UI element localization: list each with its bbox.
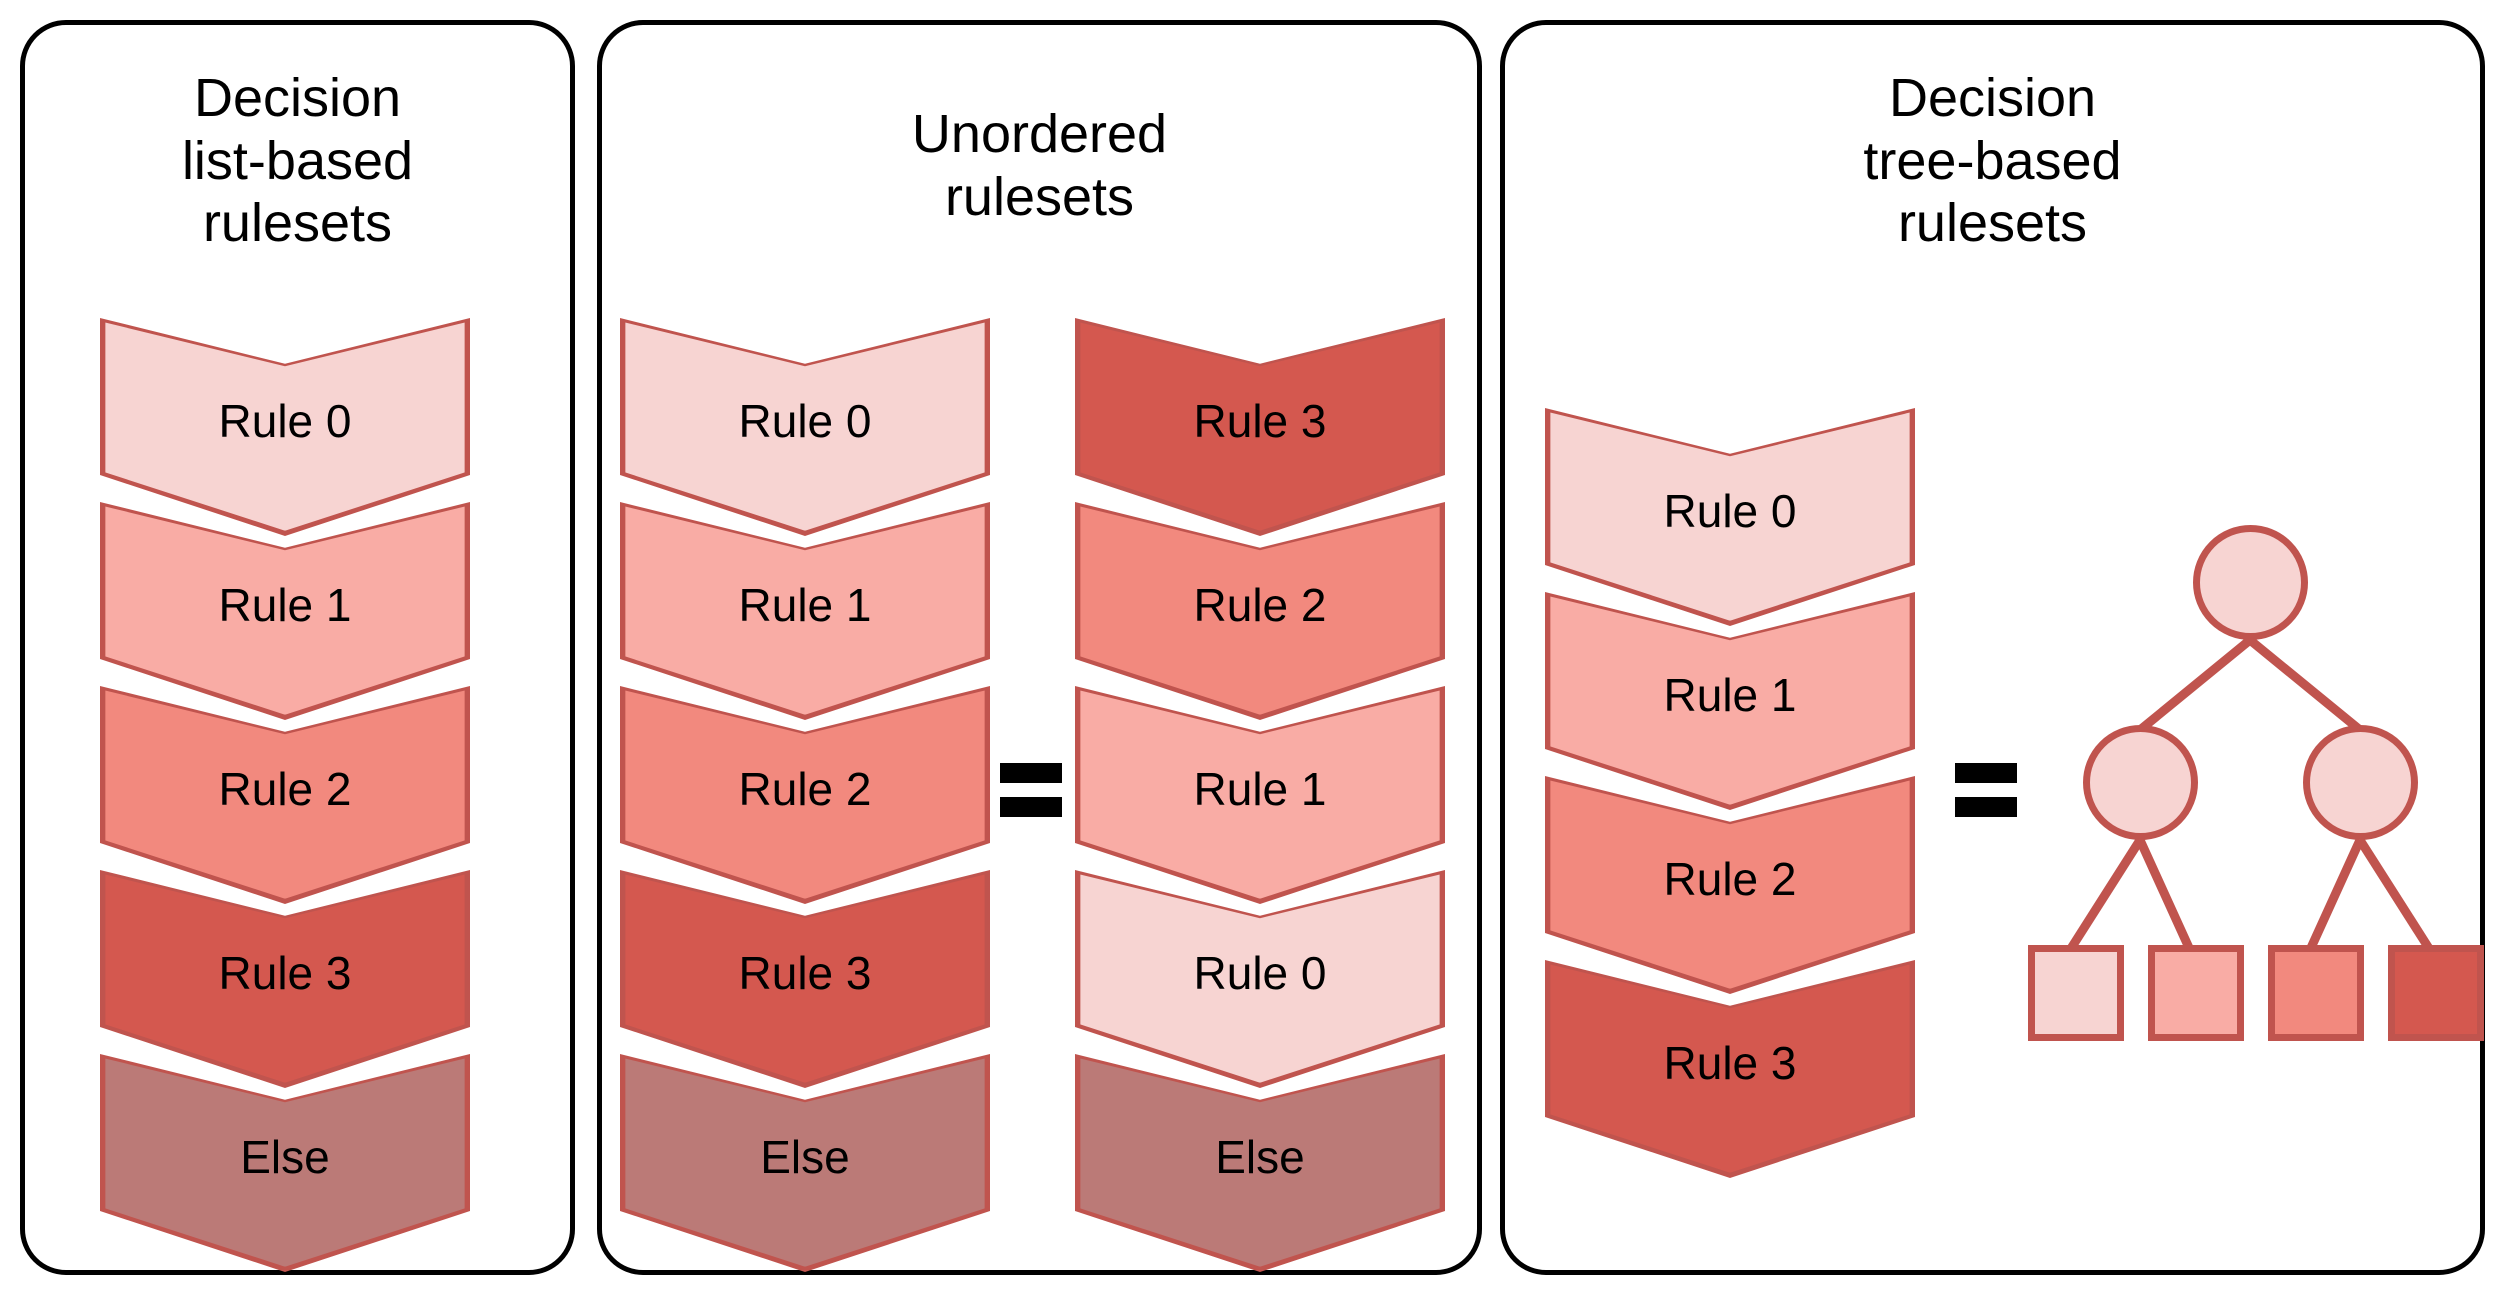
- equals-bar-top: [1955, 763, 2017, 783]
- tree-internal-node-left: [2083, 725, 2198, 840]
- rule-chevron-label: Rule 1: [1193, 763, 1327, 815]
- rule-chevron-label: Else: [760, 1131, 850, 1183]
- equals-sign-tree: [1955, 760, 2017, 820]
- rule-chevron-label: Rule 0: [218, 395, 352, 447]
- rule-chevron-label: Rule 0: [1663, 485, 1797, 537]
- panel-title-unordered-rulesets: Unordered rulesets: [911, 104, 1168, 227]
- equals-bar-top: [1000, 763, 1062, 783]
- rule-chevron-label: Rule 2: [1193, 579, 1327, 631]
- equals-bar-bottom: [1955, 797, 2017, 817]
- tree-leaf-node-0: [2028, 945, 2124, 1041]
- rule-chevron-label: Rule 3: [738, 947, 872, 999]
- tree-leaf-node-2: [2268, 945, 2364, 1041]
- rule-chevron-label: Rule 2: [738, 763, 872, 815]
- rule-chevron-label: Rule 3: [1663, 1037, 1797, 1089]
- tree-root-node: [2193, 525, 2308, 640]
- rule-chevron-label: Rule 1: [738, 579, 872, 631]
- equals-sign-unordered: [1000, 760, 1062, 820]
- rule-chevron-label: Rule 0: [1193, 947, 1327, 999]
- equals-bar-bottom: [1000, 797, 1062, 817]
- rule-chevron-label: Rule 1: [218, 579, 352, 631]
- rule-chevron-label: Rule 2: [218, 763, 352, 815]
- rule-chevron-label: Rule 3: [1193, 395, 1327, 447]
- rule-chevron-label: Else: [240, 1131, 330, 1183]
- tree-edges: [2066, 636, 2434, 953]
- panel-title-decision-list-based: Decision list-based rulesets: [181, 68, 414, 254]
- rule-chevron-label: Rule 2: [1663, 853, 1797, 905]
- panel-title-decision-tree-based: Decision tree-based rulesets: [1863, 68, 2122, 254]
- rule-chevron-label: Rule 3: [218, 947, 352, 999]
- tree-internal-node-right: [2303, 725, 2418, 840]
- rule-chevron: Rule 2: [1075, 502, 1445, 720]
- tree-leaf-node-3: [2388, 945, 2484, 1041]
- rule-chevron-label: Rule 0: [738, 395, 872, 447]
- decision-tree: [2028, 520, 2484, 1080]
- rule-chevron-label: Rule 1: [1663, 669, 1797, 721]
- tree-leaf-node-1: [2148, 945, 2244, 1041]
- rule-chevron-label: Else: [1215, 1131, 1305, 1183]
